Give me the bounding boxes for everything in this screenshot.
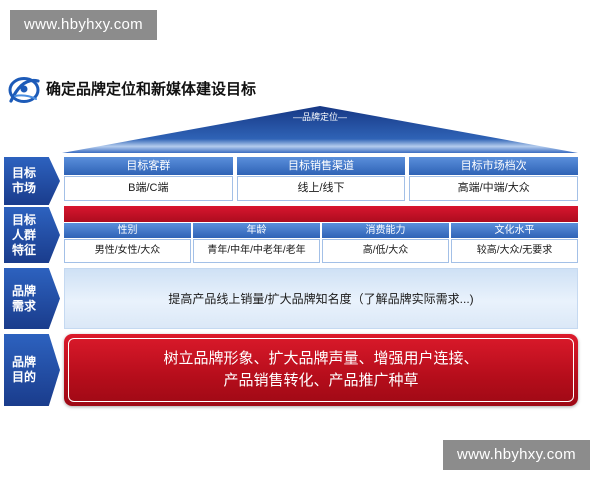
page-title: 确定品牌定位和新媒体建设目标 — [46, 81, 257, 98]
column-header: 目标市场档次 — [409, 157, 578, 175]
section-label-brand-need: 品牌 需求 — [4, 268, 60, 329]
audience-accent-bar — [64, 206, 578, 222]
watermark-bottom: www.hbyhxy.com — [443, 440, 590, 470]
section-label-target-audience: 目标 人群 特征 — [4, 207, 60, 263]
label-line: 目标 — [12, 212, 37, 227]
label-line: 特征 — [12, 242, 37, 257]
audience-header-row: 性别 年龄 消费能力 文化水平 — [64, 223, 578, 238]
roof-shape — [62, 106, 578, 153]
column-header: 目标销售渠道 — [236, 157, 406, 175]
label-line: 市场 — [12, 181, 37, 195]
label-line: 目标 — [12, 166, 37, 180]
section-label-target-market: 目标 市场 — [4, 157, 60, 205]
column-value: 高端/中端/大众 — [409, 176, 578, 201]
target-market-value-row: B端/C端 线上/线下 高端/中端/大众 — [64, 176, 578, 201]
roof-label: —品牌定位— — [292, 112, 347, 122]
column-value: 男性/女性/大众 — [64, 239, 191, 263]
brand-need-panel: 提高产品线上销量/扩大品牌知名度（了解品牌实际需求...) — [64, 268, 578, 329]
column-value: 青年/中年/中老年/老年 — [193, 239, 320, 263]
audience-value-row: 男性/女性/大众 青年/中年/中老年/老年 高/低/大众 较高/大众/无要求 — [64, 239, 578, 263]
label-line: 目的 — [12, 370, 37, 384]
column-header: 目标客群 — [64, 157, 233, 175]
column-value: 高/低/大众 — [322, 239, 449, 263]
brand-purpose-panel: 树立品牌形象、扩大品牌声量、增强用户连接、 产品销售转化、产品推广种草 — [64, 334, 578, 406]
label-line: 品牌 — [12, 283, 37, 298]
column-value: 线上/线下 — [236, 176, 406, 201]
column-header: 年龄 — [193, 223, 320, 238]
brand-purpose-frame: 树立品牌形象、扩大品牌声量、增强用户连接、 产品销售转化、产品推广种草 — [68, 338, 574, 402]
brand-logo-icon — [6, 74, 42, 106]
label-line: 需求 — [12, 298, 37, 313]
label-line: 人群 — [12, 227, 37, 242]
label-line: 品牌 — [12, 355, 37, 369]
brand-purpose-line: 树立品牌形象、扩大品牌声量、增强用户连接、 — [163, 351, 479, 367]
target-market-header-row: 目标客群 目标销售渠道 目标市场档次 — [64, 157, 578, 175]
column-value: 较高/大众/无要求 — [451, 239, 578, 263]
column-header: 性别 — [64, 223, 191, 238]
section-label-brand-purpose: 品牌 目的 — [4, 334, 60, 406]
brand-need-text: 提高产品线上销量/扩大品牌知名度（了解品牌实际需求...) — [168, 292, 474, 306]
column-header: 消费能力 — [322, 223, 449, 238]
watermark-top: www.hbyhxy.com — [10, 10, 157, 40]
column-value: B端/C端 — [64, 176, 233, 201]
column-header: 文化水平 — [451, 223, 578, 238]
brand-purpose-line: 产品销售转化、产品推广种草 — [223, 373, 419, 389]
